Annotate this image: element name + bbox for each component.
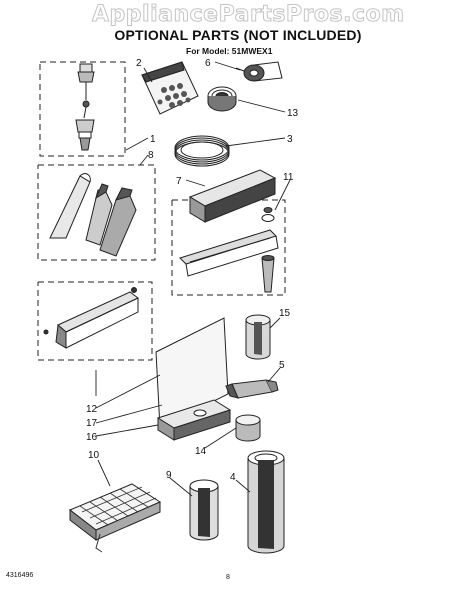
ice-rack-part xyxy=(69,483,162,553)
callout-17: 17 xyxy=(86,418,98,429)
bracket-part xyxy=(179,207,279,293)
tape-roll-part xyxy=(235,61,283,82)
valve-fitting-part xyxy=(75,63,95,151)
group-box-8 xyxy=(37,164,156,261)
can-part xyxy=(245,314,271,360)
watermark-logo: AppliancePartsPros.com xyxy=(92,2,405,28)
coil-part xyxy=(207,86,237,112)
tubes-part xyxy=(49,173,137,257)
page-number: 8 xyxy=(226,574,230,581)
group-box-12 xyxy=(37,281,153,361)
leader-lines xyxy=(95,61,291,497)
callout-1: 1 xyxy=(150,134,156,145)
model-label: For Model: 51MWEX1 xyxy=(186,46,273,56)
callout-13: 13 xyxy=(287,108,299,119)
group-box-1 xyxy=(39,61,126,157)
callout-15: 15 xyxy=(279,308,291,319)
hose-coil-part xyxy=(174,135,230,167)
callout-10: 10 xyxy=(88,450,100,461)
document-number: 4316496 xyxy=(6,572,34,579)
callout-8: 8 xyxy=(148,150,154,161)
callout-5: 5 xyxy=(279,360,285,371)
callout-numbers: 2 6 13 3 1 8 7 11 15 5 12 17 16 14 10 9 … xyxy=(86,58,299,483)
callout-9: 9 xyxy=(166,470,172,481)
callout-6: 6 xyxy=(205,58,211,69)
callout-12: 12 xyxy=(86,404,98,415)
callout-14: 14 xyxy=(195,446,207,457)
sheet-part xyxy=(155,317,229,429)
cylinder-part-9 xyxy=(189,479,219,541)
small-tube-part xyxy=(225,379,279,399)
page-title: OPTIONAL PARTS (NOT INCLUDED) xyxy=(114,27,362,43)
callout-3: 3 xyxy=(287,134,293,145)
callout-4: 4 xyxy=(230,472,236,483)
channel-trim-part xyxy=(43,287,139,349)
callout-7: 7 xyxy=(176,176,182,187)
callout-2: 2 xyxy=(136,58,142,69)
cylinder-part-4 xyxy=(247,450,285,554)
callout-16: 16 xyxy=(86,432,98,443)
foam-block-part xyxy=(188,169,277,223)
hardware-bag-part xyxy=(141,61,199,115)
callout-11: 11 xyxy=(283,172,294,183)
foam-pad-part xyxy=(156,399,232,441)
short-can-part xyxy=(235,414,261,442)
